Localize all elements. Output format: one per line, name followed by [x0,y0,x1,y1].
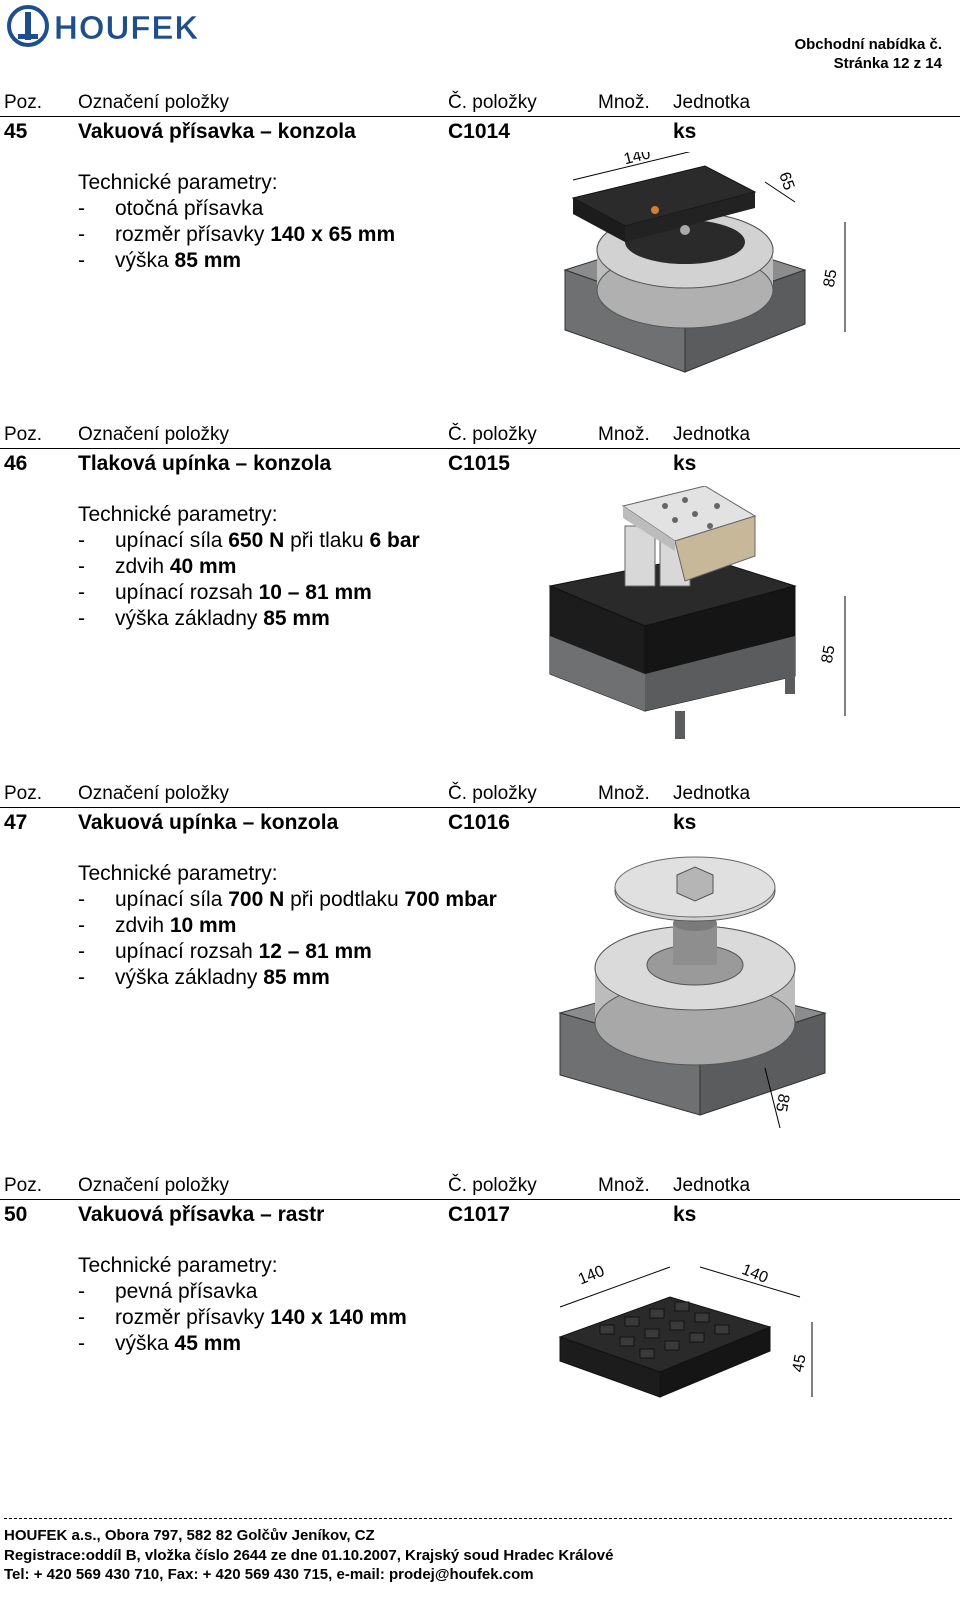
page-label: Stránka 12 z 14 [833,55,942,72]
logo-text: HOUFEK [54,9,199,46]
item-poz: 46 [4,452,28,475]
col-unit: Jednotka [673,424,751,445]
col-number: Č. položky [448,92,537,113]
footer-address: HOUFEK a.s., Obora 797, 582 82 Golčův Je… [4,1527,375,1544]
dim-45: 45 [790,1353,810,1374]
pressure-clamp-console-illustration: 85 [548,486,846,739]
item-section-50: Poz. Označení položky Č. položky Množ. J… [0,1175,960,1398]
col-qty: Množ. [598,424,650,445]
item-unit: ks [673,1203,697,1226]
param-line: -upínací rozsah 10 – 81 mm [78,581,372,604]
item-row: 50 Vakuová přísavka – rastr C1017 ks [0,1199,960,1229]
param-line: -zdvih 10 mm [78,914,237,937]
col-poz: Poz. [4,1175,43,1196]
offer-label: Obchodní nabídka č. [794,36,942,53]
param-line: -rozměr přísavky 140 x 65 mm [78,223,396,246]
col-poz: Poz. [4,783,43,804]
param-line: -výška 45 mm [78,1332,242,1355]
vacuum-clamp-console-illustration: 85 [558,856,827,1129]
dim-85: 85 [821,268,841,289]
dim-65: 65 [775,170,797,193]
item-number: C1016 [448,811,510,834]
footer-divider [4,1518,952,1525]
suction-cup-console-illustration: 140 65 85 [563,152,846,373]
dim-140-right: 140 [739,1261,770,1287]
item-poz: 47 [4,811,28,834]
dim-85: 85 [772,1092,792,1113]
dim-85: 85 [819,644,839,665]
item-poz: 50 [4,1203,28,1226]
col-number: Č. položky [448,1175,537,1196]
params-title: Technické parametry: [78,171,278,194]
col-name: Označení položky [78,1175,230,1196]
param-line: -upínací síla 700 N při podtlaku 700 mba… [78,888,497,911]
col-name: Označení položky [78,783,230,804]
item-number: C1017 [448,1203,510,1226]
col-number: Č. položky [448,783,537,804]
item-unit: ks [673,811,697,834]
params-title: Technické parametry: [78,503,278,526]
col-unit: Jednotka [673,783,751,804]
param-line: -výška základny 85 mm [78,607,330,630]
tech-params: Technické parametry: -pevná přísavka -ro… [78,1253,407,1357]
header-rule [0,448,960,449]
tech-params: Technické parametry: -otočná přísavka -r… [78,170,395,274]
col-qty: Množ. [598,1175,650,1196]
item-unit: ks [673,452,697,475]
item-section-46: Poz. Označení položky Č. položky Množ. J… [0,424,960,739]
item-name: Tlaková upínka – konzola [78,452,332,475]
dim-140-left: 140 [576,1263,607,1289]
item-number: C1015 [448,452,510,475]
header-rule [0,807,960,808]
item-name: Vakuová přísavka – konzola [78,120,356,143]
column-headers: Poz. Označení položky Č. položky Množ. J… [0,92,960,117]
header-rule [0,116,960,117]
param-line: -pevná přísavka [78,1280,258,1303]
item-name: Vakuová přísavka – rastr [78,1203,325,1226]
col-qty: Množ. [598,783,650,804]
col-number: Č. položky [448,424,537,445]
footer-contact: Tel: + 420 569 430 710, Fax: + 420 569 4… [4,1566,534,1583]
param-line: -výška 85 mm [78,249,242,272]
houfek-logo: HOUFEK [7,5,199,47]
vacuum-suction-cup-grid-illustration: 140 140 45 [558,1261,813,1398]
item-name: Vakuová upínka – konzola [78,811,339,834]
param-line: -zdvih 40 mm [78,555,237,578]
item-section-47: Poz. Označení položky Č. položky Množ. J… [0,783,960,1129]
company-footer: HOUFEK a.s., Obora 797, 582 82 Golčův Je… [4,1526,613,1585]
item-poz: 45 [4,120,28,143]
col-unit: Jednotka [673,1175,751,1196]
col-unit: Jednotka [673,92,751,113]
col-poz: Poz. [4,424,43,445]
col-poz: Poz. [4,92,43,113]
col-qty: Množ. [598,92,650,113]
param-line: -otočná přísavka [78,197,264,220]
item-section-45: Poz. Označení položky Č. položky Množ. J… [0,92,960,373]
column-headers: Poz. Označení položky Č. položky Množ. J… [0,424,960,449]
dim-140: 140 [622,152,652,168]
param-line: -upínací rozsah 12 – 81 mm [78,940,372,963]
item-unit: ks [673,120,697,143]
item-row: 46 Tlaková upínka – konzola C1015 ks [0,448,960,478]
item-row: 47 Vakuová upínka – konzola C1016 ks [0,807,960,837]
param-line: -výška základny 85 mm [78,966,330,989]
item-row: 45 Vakuová přísavka – konzola C1014 ks [0,116,960,146]
document-header: Obchodní nabídka č. Stránka 12 z 14 [794,35,942,73]
params-title: Technické parametry: [78,1254,278,1277]
col-name: Označení položky [78,424,230,445]
column-headers: Poz. Označení položky Č. položky Množ. J… [0,783,960,808]
param-line: -rozměr přísavky 140 x 140 mm [78,1306,407,1329]
column-headers: Poz. Označení položky Č. položky Množ. J… [0,1175,960,1200]
tech-params: Technické parametry: -upínací síla 700 N… [78,861,497,991]
params-title: Technické parametry: [78,862,278,885]
tech-params: Technické parametry: -upínací síla 650 N… [78,502,420,632]
param-line: -upínací síla 650 N při tlaku 6 bar [78,529,420,552]
footer-registration: Registrace:oddíl B, vložka číslo 2644 ze… [4,1546,614,1564]
item-number: C1014 [448,120,510,143]
header-rule [0,1199,960,1200]
col-name: Označení položky [78,92,230,113]
